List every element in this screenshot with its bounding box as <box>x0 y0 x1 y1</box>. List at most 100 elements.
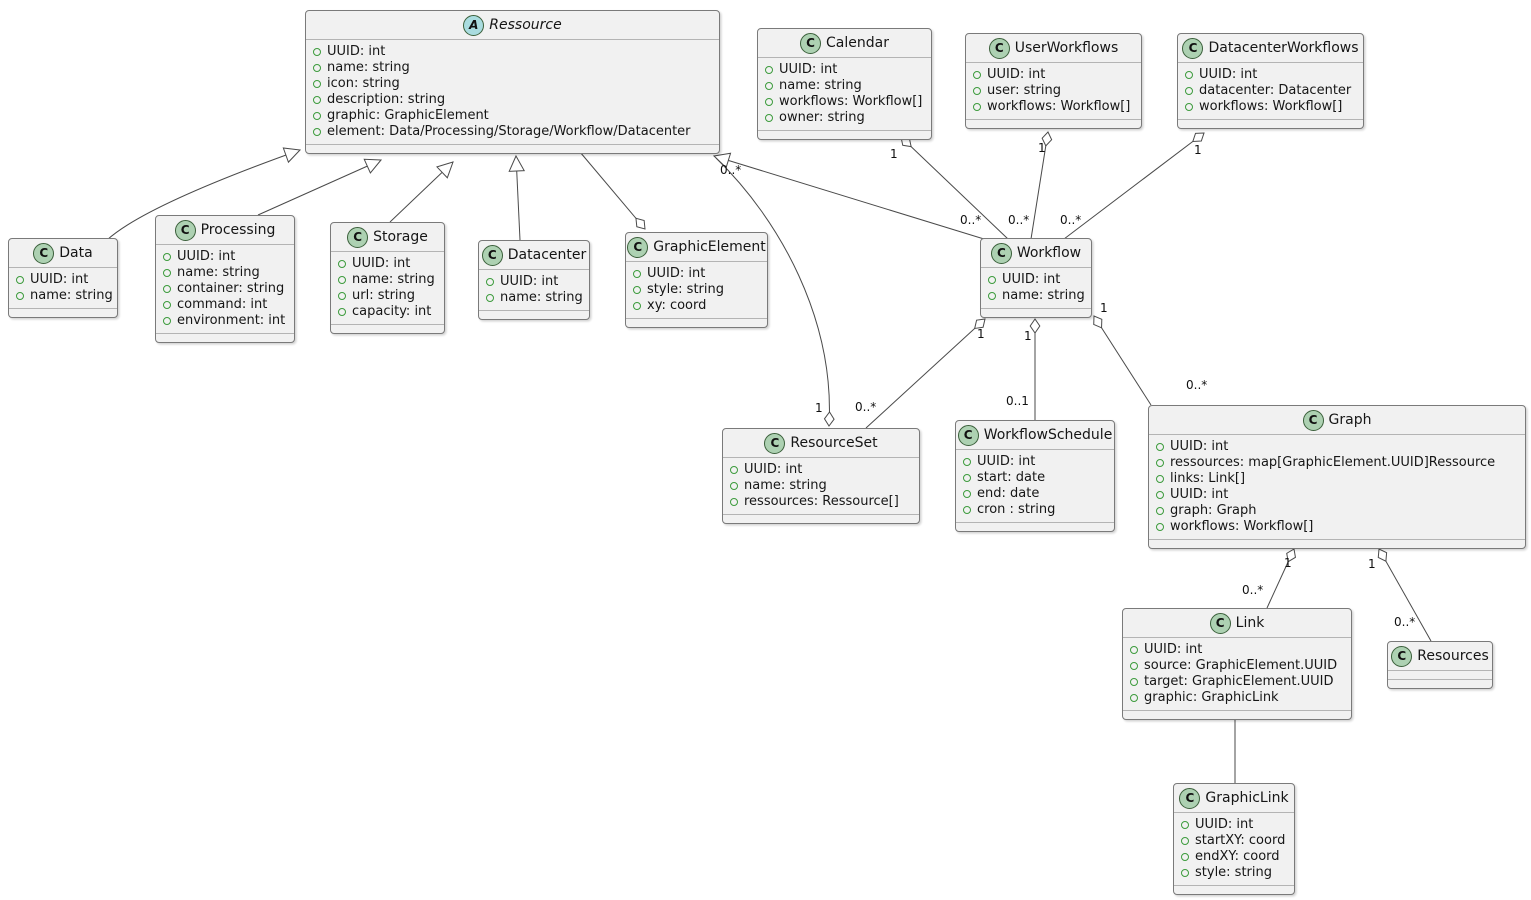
field-visibility-icon <box>963 474 971 482</box>
class-methods-compartment <box>1123 710 1351 719</box>
class-attribute: UUID: int <box>987 67 1046 82</box>
class-methods-compartment <box>306 144 719 153</box>
class-attribute: workflows: Workflow[] <box>987 99 1131 114</box>
field-visibility-icon <box>163 285 171 293</box>
data-extends-ressource <box>106 149 301 241</box>
class-methods-compartment <box>9 308 117 317</box>
class-attribute: icon: string <box>327 76 400 91</box>
field-visibility-icon <box>1181 837 1189 845</box>
class-attribute: UUID: int <box>30 272 89 287</box>
field-visibility-icon <box>163 301 171 309</box>
class-attribute-row: endXY: coord <box>1181 849 1288 865</box>
class-attributes <box>1388 671 1492 679</box>
class-methods-compartment <box>331 324 444 333</box>
class-attribute-row: UUID: int <box>1185 67 1357 83</box>
class-attribute-row: UUID: int <box>988 272 1085 288</box>
field-visibility-icon <box>973 71 981 79</box>
inheritance-triangle-icon <box>508 154 526 172</box>
field-visibility-icon <box>963 458 971 466</box>
class-attribute: datacenter: Datacenter <box>1199 83 1352 98</box>
class-attribute: UUID: int <box>327 44 386 59</box>
class-attribute: workflows: Workflow[] <box>1199 99 1343 114</box>
field-visibility-icon <box>486 294 494 302</box>
field-visibility-icon <box>338 276 346 284</box>
class-attribute: UUID: int <box>977 454 1036 469</box>
class-attribute: target: GraphicElement.UUID <box>1144 674 1334 689</box>
class-attribute-row: UUID: int <box>973 67 1135 83</box>
field-visibility-icon <box>1130 678 1138 686</box>
multiplicity-label: 0..* <box>960 213 982 227</box>
multiplicity-label: 0..* <box>1242 583 1264 597</box>
class-attribute-row: UUID: int <box>1156 439 1519 455</box>
field-visibility-icon <box>16 292 24 300</box>
class-attribute-row: UUID: int <box>1156 487 1519 503</box>
inheritance-triangle-icon <box>436 161 454 179</box>
class-attribute-row: name: string <box>486 290 583 306</box>
class-attribute-row: name: string <box>338 272 438 288</box>
class-attribute-row: workflows: Workflow[] <box>1156 519 1519 535</box>
field-visibility-icon <box>1156 507 1164 515</box>
class-attribute: style: string <box>1195 865 1273 880</box>
field-visibility-icon <box>633 286 641 294</box>
aggregation-diamond-icon <box>1192 132 1205 142</box>
field-visibility-icon <box>633 302 641 310</box>
class-attribute-row: UUID: int <box>486 274 583 290</box>
class-attribute-row: style: string <box>1181 865 1288 881</box>
class-name: Datacenter <box>507 247 587 263</box>
field-visibility-icon <box>338 260 346 268</box>
class-attribute-row: name: string <box>730 478 913 494</box>
ressource-graphicelement-aggregation <box>579 151 646 230</box>
field-visibility-icon <box>973 87 981 95</box>
class-attribute: name: string <box>327 60 410 75</box>
aggregation-diamond-icon <box>635 217 646 230</box>
class-attribute: name: string <box>352 272 435 287</box>
class-methods-compartment <box>981 308 1091 317</box>
field-visibility-icon <box>338 308 346 316</box>
multiplicity-label: 0..* <box>855 400 877 414</box>
workflow-aggregates-graph <box>1093 315 1152 406</box>
class-attribute-row: workflows: Workflow[] <box>973 99 1135 115</box>
multiplicity-label: 1 <box>1194 143 1202 157</box>
class-attribute-row: end: date <box>963 486 1108 502</box>
class-attribute: name: string <box>177 265 260 280</box>
field-visibility-icon <box>1130 694 1138 702</box>
class-methods-compartment <box>966 119 1141 128</box>
class-icon: C <box>800 32 822 54</box>
class-attribute: UUID: int <box>500 274 559 289</box>
class-attribute-row: name: string <box>765 78 925 94</box>
class-attribute: name: string <box>744 478 827 493</box>
field-visibility-icon <box>1181 853 1189 861</box>
multiplicity-label: 1 <box>1024 329 1032 343</box>
class-attribute-row: environment: int <box>163 313 288 329</box>
class-attribute-row: element: Data/Processing/Storage/Workflo… <box>313 124 713 140</box>
datacenterworkflows-aggregates-workflow <box>1063 132 1205 240</box>
class-attribute: element: Data/Processing/Storage/Workflo… <box>327 124 691 139</box>
class-name: Storage <box>373 229 428 245</box>
class-methods-compartment <box>1149 539 1525 548</box>
workflow-extends-ressource <box>713 155 985 240</box>
class-attribute: capacity: int <box>352 304 432 319</box>
field-visibility-icon <box>730 482 738 490</box>
class-attribute: url: string <box>352 288 416 303</box>
class-icon: C <box>174 219 196 241</box>
class-attribute-row: source: GraphicElement.UUID <box>1130 658 1345 674</box>
class-attribute-row: UUID: int <box>338 256 438 272</box>
class-attribute: environment: int <box>177 313 286 328</box>
class-attribute: UUID: int <box>1195 817 1254 832</box>
field-visibility-icon <box>1185 71 1193 79</box>
